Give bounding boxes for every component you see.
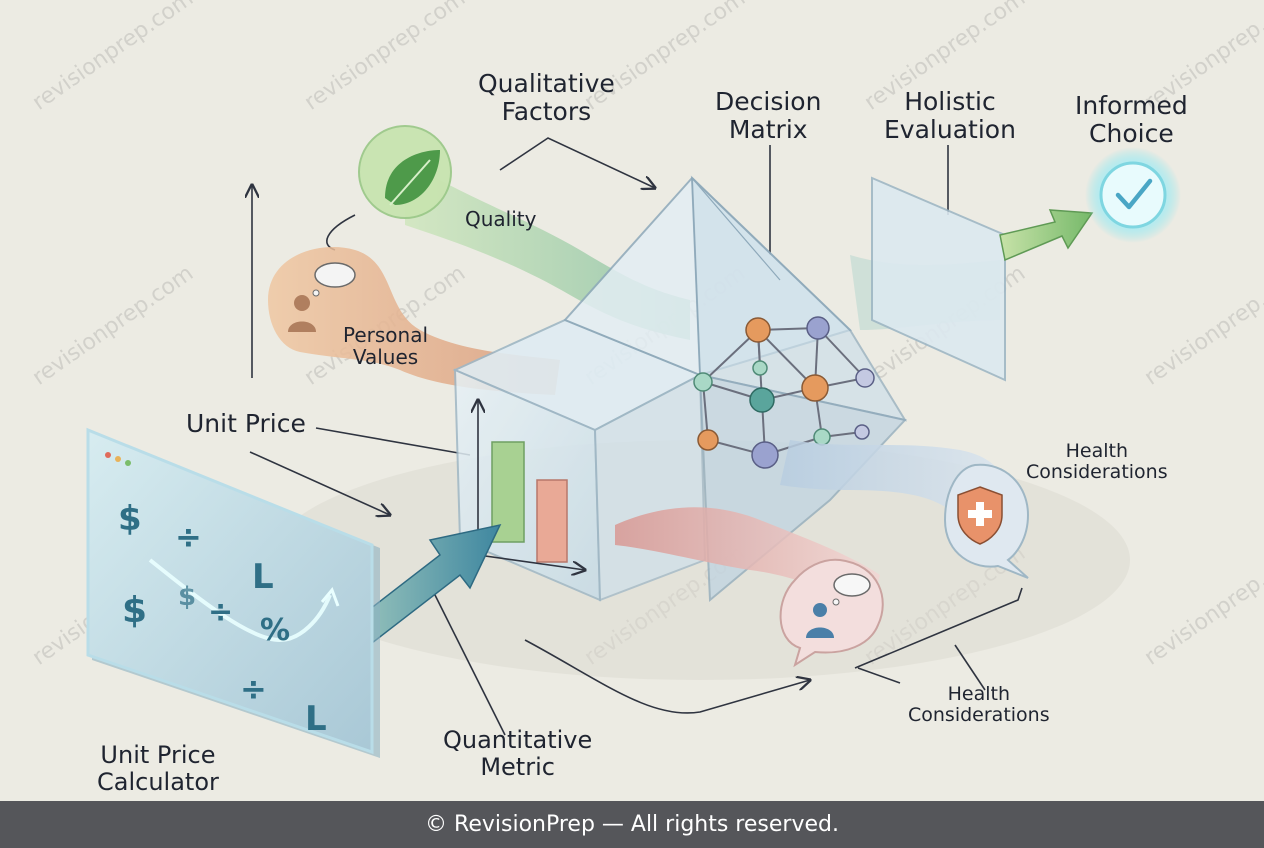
checkmark-icon	[1115, 178, 1153, 210]
calc-glyph: $	[118, 499, 142, 539]
person-thought-icon	[806, 573, 871, 638]
calc-glyph: L	[252, 557, 274, 597]
shield-cross-icon	[957, 486, 1003, 545]
quantitative-metric-pointer	[429, 584, 506, 736]
label-quantitative-metric: Quantitative Metric	[443, 726, 593, 781]
label-quality: Quality	[465, 207, 537, 231]
copyright-footer: © RevisionPrep — All rights reserved.	[0, 801, 1264, 848]
health-bracket	[854, 587, 1023, 669]
label-personal-values: Personal Values	[343, 323, 429, 370]
label-unit-price-calculator: Unit Price Calculator	[97, 741, 219, 796]
label-health-considerations-right: Health Considerations	[1026, 440, 1168, 484]
calculator-screen	[86, 427, 380, 758]
qualitative-arrow	[499, 137, 655, 188]
choice-arrow	[999, 209, 1094, 262]
calc-glyph: $	[122, 590, 147, 631]
unit-price-arrow	[249, 451, 390, 515]
footer-text: © RevisionPrep — All rights reserved.	[425, 812, 839, 837]
leaf-icon	[385, 150, 440, 206]
network-icon	[693, 316, 875, 469]
calc-glyph: L	[305, 699, 327, 739]
calc-glyph: %	[260, 613, 290, 648]
calc-glyph: ÷	[208, 595, 233, 630]
label-informed-choice: Informed Choice	[1075, 91, 1188, 148]
label-qualitative-factors: Qualitative Factors	[478, 69, 615, 126]
evaluation-panel	[871, 176, 1006, 382]
person-thought-icon	[288, 262, 356, 332]
label-decision-matrix: Decision Matrix	[715, 87, 822, 144]
calc-glyph: ÷	[175, 518, 202, 556]
label-unit-price: Unit Price	[186, 409, 306, 438]
label-health-considerations-bottom: Health Considerations	[908, 683, 1050, 727]
calc-glyph: ÷	[240, 670, 267, 708]
label-holistic-evaluation: Holistic Evaluation	[884, 87, 1016, 144]
bottom-flow-arrow	[524, 639, 810, 714]
choice-circle	[1099, 161, 1167, 229]
health-pointer	[954, 644, 986, 691]
unit-price-pointer	[315, 427, 471, 456]
calc-glyph: $	[178, 582, 196, 612]
